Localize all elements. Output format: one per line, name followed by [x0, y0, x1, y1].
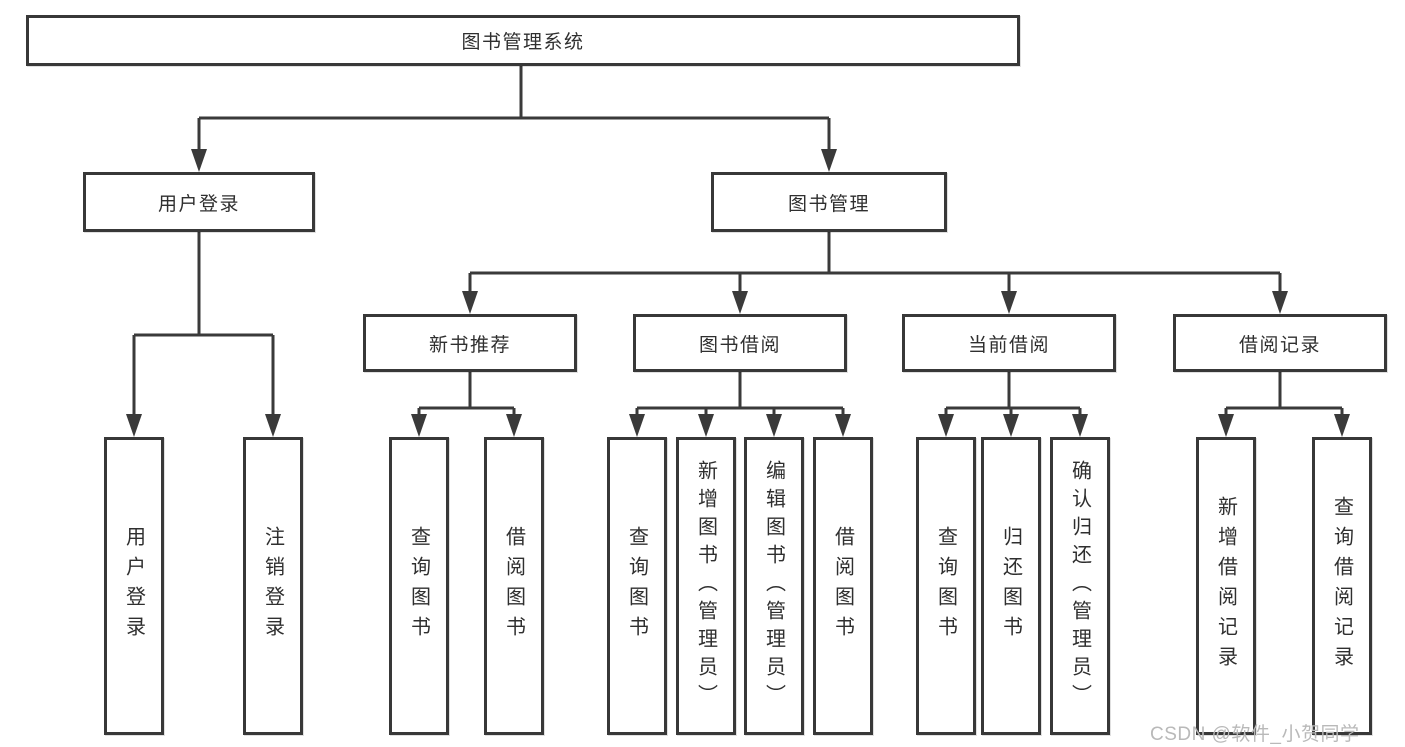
- node-book-borrow: 图书借阅: [633, 314, 847, 372]
- leaf-query-books-current: 查询图书: [916, 437, 976, 735]
- node-new-book-recommend: 新书推荐: [363, 314, 577, 372]
- leaf-edit-book-admin: 编辑图书（管理员）: [744, 437, 804, 735]
- leaf-borrow-books: 借阅图书: [813, 437, 873, 735]
- leaf-query-books-borrow: 查询图书: [607, 437, 667, 735]
- leaf-add-book-admin: 新增图书（管理员）: [676, 437, 736, 735]
- leaf-query-borrow-record: 查询借阅记录: [1312, 437, 1372, 735]
- leaf-add-borrow-record: 新增借阅记录: [1196, 437, 1256, 735]
- leaf-confirm-return-admin: 确认归还（管理员）: [1050, 437, 1110, 735]
- node-book-management: 图书管理: [711, 172, 947, 232]
- leaf-borrow-books-recommend: 借阅图书: [484, 437, 544, 735]
- leaf-user-login: 用户登录: [104, 437, 164, 735]
- node-library-management-system: 图书管理系统: [26, 15, 1020, 66]
- arrow-heads: [126, 149, 1350, 437]
- leaf-logout: 注销登录: [243, 437, 303, 735]
- node-current-borrow: 当前借阅: [902, 314, 1116, 372]
- leaf-return-book: 归还图书: [981, 437, 1041, 735]
- leaf-query-books-recommend: 查询图书: [389, 437, 449, 735]
- node-user-login: 用户登录: [83, 172, 315, 232]
- csdn-watermark: CSDN @软件_小贺同学: [1150, 724, 1360, 745]
- node-borrow-records: 借阅记录: [1173, 314, 1387, 372]
